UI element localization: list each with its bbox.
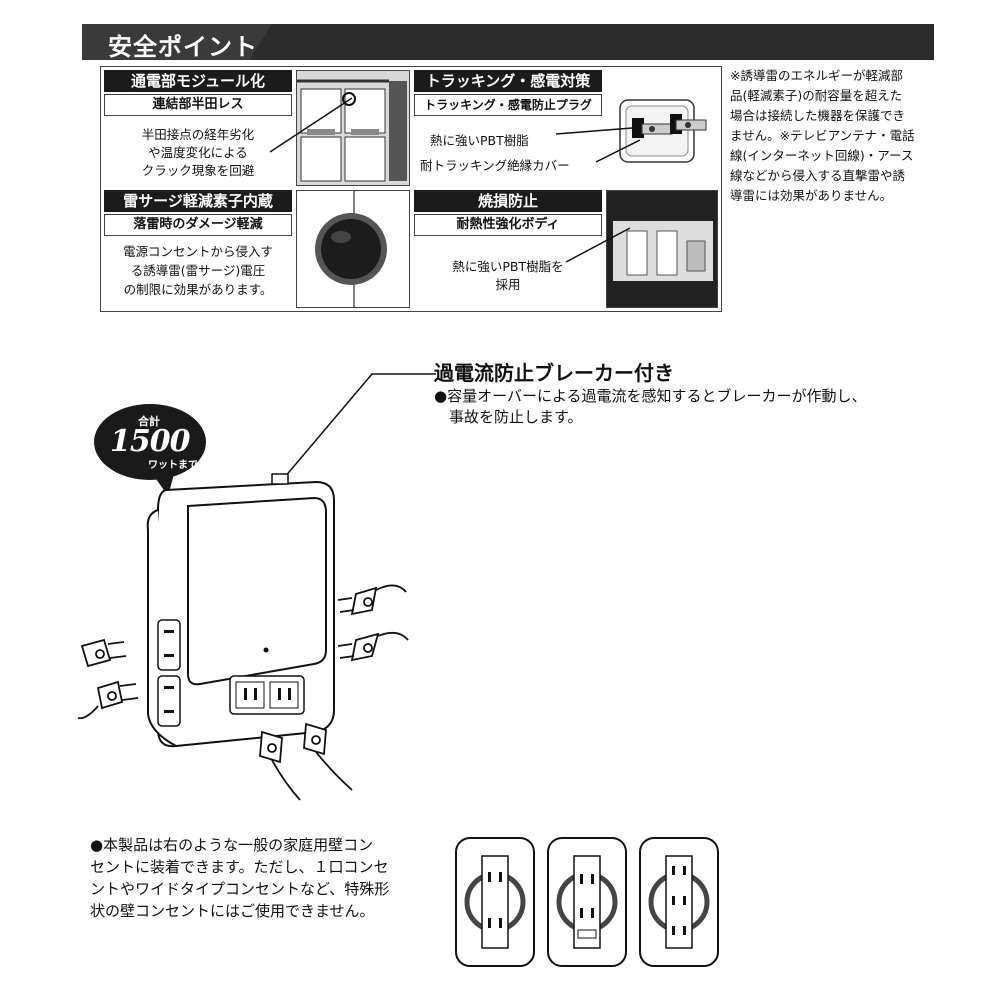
breaker-title: 過電流防止ブレーカー付き xyxy=(434,361,674,385)
tracking-pointer-lines xyxy=(555,127,641,163)
section-surge-subtitle: 落雷時のダメージ軽減 xyxy=(104,214,292,236)
header-tab xyxy=(82,24,272,60)
bubble-wattage-unit: ワットまで xyxy=(148,460,198,471)
surge-element-icon xyxy=(315,191,387,307)
section-surge-body: 電源コンセントから侵入す る誘導雷(雷サージ)電圧 の制限に効果があります。 xyxy=(122,244,273,297)
wall-outlet-note: ●本製品は右のような一般の家庭用壁コン セントに装着できます。ただし、１口コンセ… xyxy=(90,836,390,920)
safety-points-frame xyxy=(100,66,722,312)
section-surge-title: 雷サージ軽減素子内蔵 xyxy=(104,190,292,212)
burn-pointer-line xyxy=(565,227,631,263)
module-circuit-icon xyxy=(297,71,409,185)
section-burn-body: 熱に強いPBT樹脂を 採用 xyxy=(452,259,564,292)
section-tracking-subtitle: トラッキング・感電防止プラグ xyxy=(414,94,602,116)
section-module-subtitle: 連結部半田レス xyxy=(104,94,292,116)
bubble-total-label: 合計 xyxy=(138,415,160,428)
surge-disclaimer: ※誘導雷のエネルギーが軽減部 品(軽減素子)の耐容量を超えた 場合は接続した機器… xyxy=(730,68,915,203)
tracking-label-cover: 耐トラッキング絶縁カバー xyxy=(420,158,570,173)
tracking-plug-photo xyxy=(610,72,718,186)
page-title: 安全ポイント xyxy=(108,33,258,61)
module-photo xyxy=(296,70,410,186)
module-pointer-line xyxy=(269,97,353,153)
housing-interior-icon xyxy=(607,191,717,307)
burn-body-photo xyxy=(606,190,718,308)
breaker-pointer-line xyxy=(283,373,436,479)
bubble-wattage-value: 1500 xyxy=(110,424,190,459)
section-module-body: 半田接点の経年劣化 や温度変化による クラック現象を回避 xyxy=(141,127,255,178)
tracking-label-pbt: 熱に強いPBT樹脂 xyxy=(430,133,529,148)
outlet-plate-icon xyxy=(455,837,719,967)
section-module-title: 通電部モジュール化 xyxy=(104,70,292,92)
surge-element-photo xyxy=(296,190,410,308)
power-tap-icon xyxy=(77,473,409,801)
breaker-description: ●容量オーバーによる過電流を感知するとブレーカーが作動し、 事故を防止します。 xyxy=(434,387,867,426)
section-burn-title: 焼損防止 xyxy=(414,190,602,212)
section-tracking-title: トラッキング・感電対策 xyxy=(414,70,602,92)
section-burn-subtitle: 耐熱性強化ボディ xyxy=(414,214,602,236)
plug-icon xyxy=(619,99,707,163)
